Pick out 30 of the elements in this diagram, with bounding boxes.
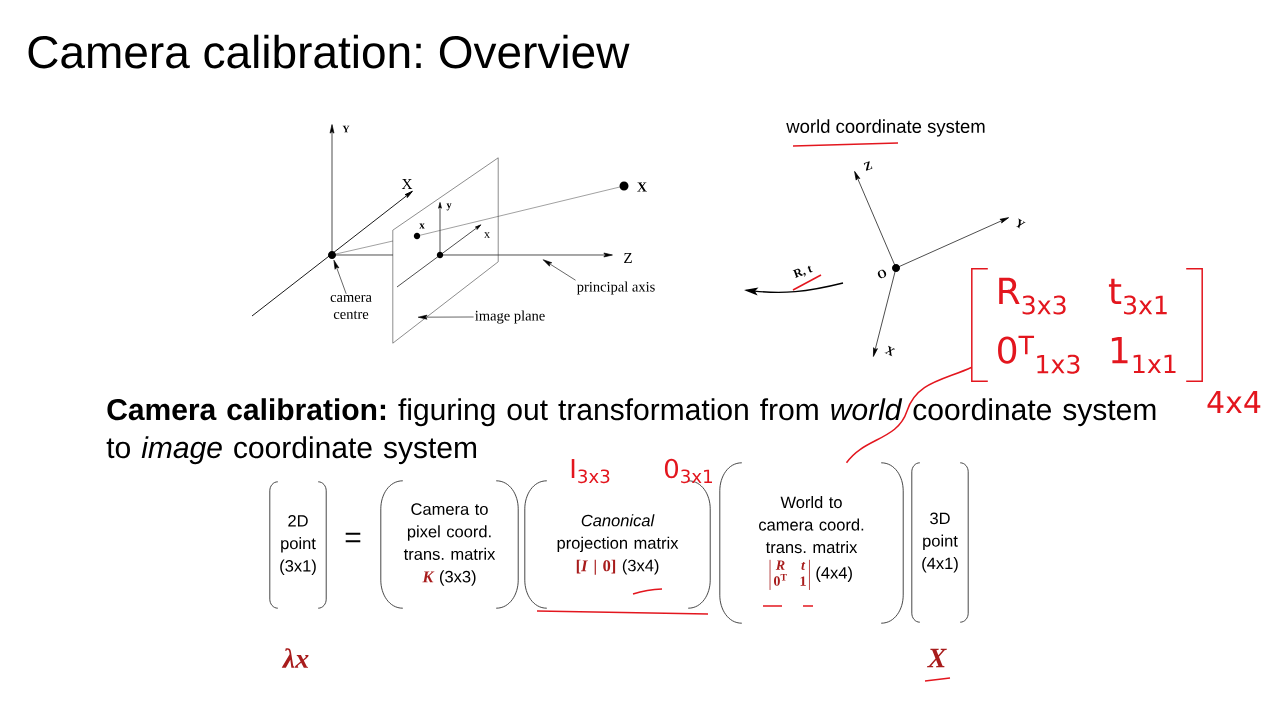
vector-term: 2D point (3x1) [269,481,327,609]
vector-term: 3D point (4x1) [911,462,969,623]
leader-line [417,314,474,320]
axis-label: y [446,203,452,211]
slide-title: Camera calibration: Overview [28,34,630,69]
axis-label: Z [624,253,632,263]
point-label: X [637,182,647,192]
handwritten-matrix: R$_{3x3}$ t$_{3x1}$ 0$^{T}$1x3 1$_{1x1}$ [971,268,1203,382]
figure-label: world coordinate system [786,119,985,137]
axis-label: x [484,232,490,238]
math-symbol: X [926,648,947,668]
transform-label: R, t [792,265,813,278]
matrix-term: World to camera coord. trans. matrix R t 0$^{T}$ 1 (4x4) [719,462,904,624]
axis-label: X [884,345,896,357]
leader-line [333,259,347,295]
equals-sign: = [345,532,361,543]
math-symbol: λx [281,648,309,668]
point-label: x [419,223,425,229]
handwritten-note: 4x4 [1207,391,1261,413]
callout-label: camera centre [330,295,372,319]
callout-label: image plane [475,310,545,324]
axis-label: X [401,179,413,189]
callout-label: principal axis [577,281,655,295]
axis-label: Z [863,161,873,171]
origin-label: O [877,269,887,279]
axis-label: Y [1016,218,1026,229]
axis-label: Y [342,125,350,133]
hand-drawn-line [845,366,973,464]
leader-line [542,259,576,281]
matrix-term: Camera to pixel coord. trans. matrix K (3x3) [380,480,519,609]
